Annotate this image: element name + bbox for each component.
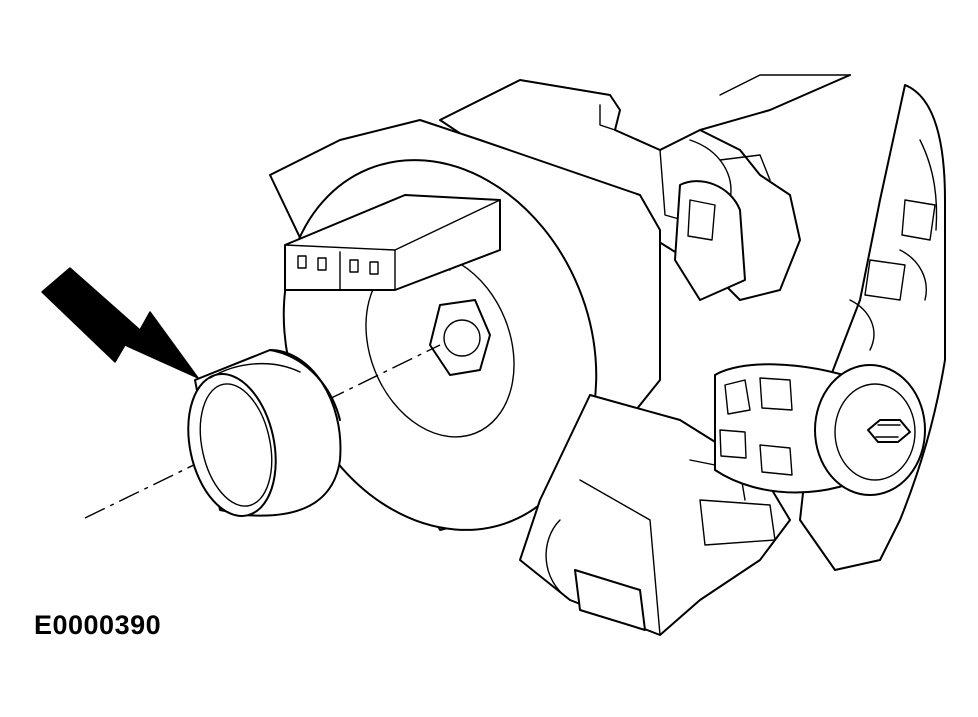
- lock-cylinder: [714, 363, 926, 496]
- clockspring-connector: [284, 194, 501, 291]
- figure-id-label: E0000390: [34, 610, 162, 640]
- arrow-icon: [41, 267, 199, 379]
- bushing-ring: [187, 349, 342, 517]
